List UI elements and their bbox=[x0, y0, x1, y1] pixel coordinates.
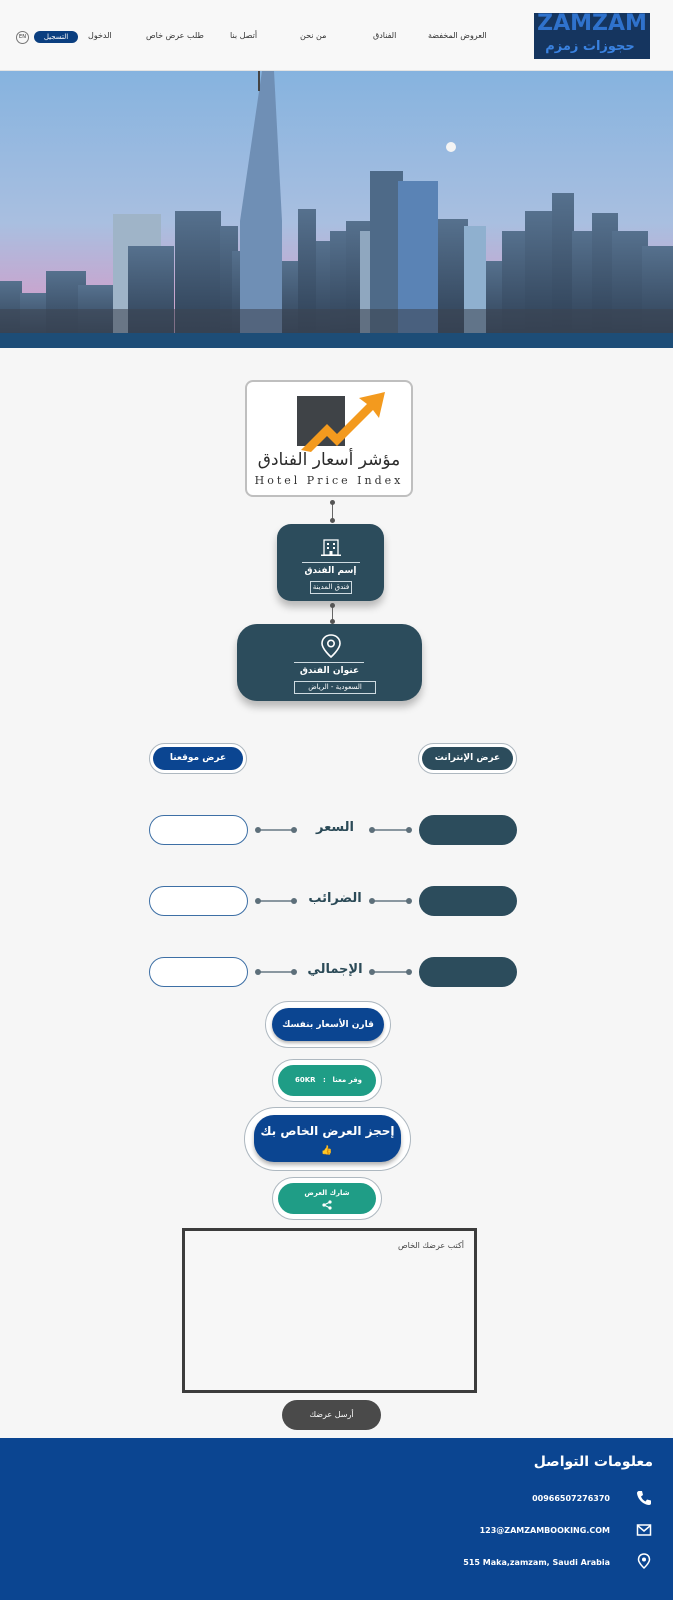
language-toggle[interactable]: EN bbox=[16, 31, 29, 44]
index-title-ar: مؤشر أسعار الفنادق bbox=[257, 450, 401, 470]
book-offer-button[interactable]: إحجز العرض الخاص بك 👍 bbox=[254, 1115, 401, 1162]
site-footer: معلومات التواصل 00966507276370 123@ZAMZA… bbox=[0, 1438, 673, 1600]
email-icon bbox=[636, 1524, 652, 1536]
total-row-label: الإجمالي bbox=[307, 962, 363, 977]
site-header: ZAMZAM حجوزات زمزم العروض المخفضة الفناد… bbox=[0, 0, 673, 71]
compare-prices-button[interactable]: قارن الأسعار بنفسك bbox=[272, 1008, 384, 1041]
hero-skyline-image bbox=[0, 71, 673, 348]
hotel-name-value: فندق المدينة bbox=[310, 581, 352, 594]
send-offer-button[interactable]: أرسل عرضك bbox=[282, 1400, 381, 1430]
nav-contact-us[interactable]: أتصل بنا bbox=[230, 31, 258, 40]
location-pin-icon bbox=[637, 1553, 651, 1569]
building-icon bbox=[321, 539, 341, 556]
skyline-illustration bbox=[0, 71, 673, 348]
share-offer-button[interactable]: شارك العرض bbox=[278, 1183, 376, 1214]
nav-about-us[interactable]: من نحن bbox=[300, 31, 327, 40]
savings-value: 60KR bbox=[295, 1076, 316, 1084]
brand-logo[interactable]: ZAMZAM حجوزات زمزم bbox=[534, 13, 650, 59]
share-offer-label: شارك العرض bbox=[304, 1189, 350, 1197]
connector-line bbox=[330, 603, 335, 624]
price-row-label: السعر bbox=[316, 820, 354, 835]
phone-icon bbox=[637, 1491, 651, 1505]
internet-offer-header: عرض الإنترانت bbox=[422, 747, 513, 770]
nav-discounted-offers[interactable]: العروض المخفضة bbox=[428, 31, 487, 40]
footer-email[interactable]: 123@ZAMZAMBOOKING.COM bbox=[479, 1526, 610, 1535]
internet-price-cell bbox=[419, 815, 517, 845]
taxes-row-label: الضرائب bbox=[308, 891, 362, 906]
location-pin-icon bbox=[321, 634, 341, 658]
hotel-name-label: إسم الفندق bbox=[304, 566, 357, 576]
savings-label: وفر معنا bbox=[332, 1076, 363, 1084]
footer-title: معلومات التواصل bbox=[533, 1454, 653, 1470]
savings-separator: : bbox=[323, 1076, 326, 1084]
register-button[interactable]: التسجيل bbox=[34, 31, 78, 43]
trend-arrow-icon bbox=[297, 392, 385, 452]
book-offer-label: إحجز العرض الخاص بك bbox=[260, 1124, 395, 1138]
hotel-name-box: إسم الفندق فندق المدينة bbox=[277, 524, 384, 601]
index-title-en: Hotel Price Index bbox=[254, 474, 404, 487]
our-total-input[interactable] bbox=[149, 957, 248, 987]
hotel-address-value: السعودية - الرياض bbox=[294, 681, 376, 694]
logo-text-ar: حجوزات زمزم bbox=[545, 39, 635, 54]
logo-text-en: ZAMZAM bbox=[537, 13, 647, 36]
internet-taxes-cell bbox=[419, 886, 517, 916]
our-price-input[interactable] bbox=[149, 815, 248, 845]
hotel-address-box: عنوان الفندق السعودية - الرياض bbox=[237, 624, 422, 701]
our-offer-header: عرض موقعنا bbox=[153, 747, 243, 770]
nav-login[interactable]: الدخول bbox=[88, 31, 112, 40]
hotel-address-label: عنوان الفندق bbox=[299, 666, 360, 676]
footer-address: 515 Maka,zamzam, Saudi Arabia bbox=[463, 1558, 610, 1567]
our-taxes-input[interactable] bbox=[149, 886, 248, 916]
share-icon bbox=[322, 1200, 332, 1210]
savings-badge: وفر معنا : 60KR bbox=[278, 1065, 376, 1096]
hotel-price-index-card: مؤشر أسعار الفنادق Hotel Price Index bbox=[245, 380, 413, 497]
thumbs-up-icon: 👍 bbox=[321, 1146, 333, 1156]
connector-line bbox=[330, 500, 335, 523]
internet-total-cell bbox=[419, 957, 517, 987]
footer-phone[interactable]: 00966507276370 bbox=[532, 1494, 610, 1503]
nav-special-offer-request[interactable]: طلب عرض خاص bbox=[146, 31, 204, 40]
nav-hotels[interactable]: الفنادق bbox=[373, 31, 397, 40]
special-offer-textarea[interactable] bbox=[182, 1228, 477, 1393]
